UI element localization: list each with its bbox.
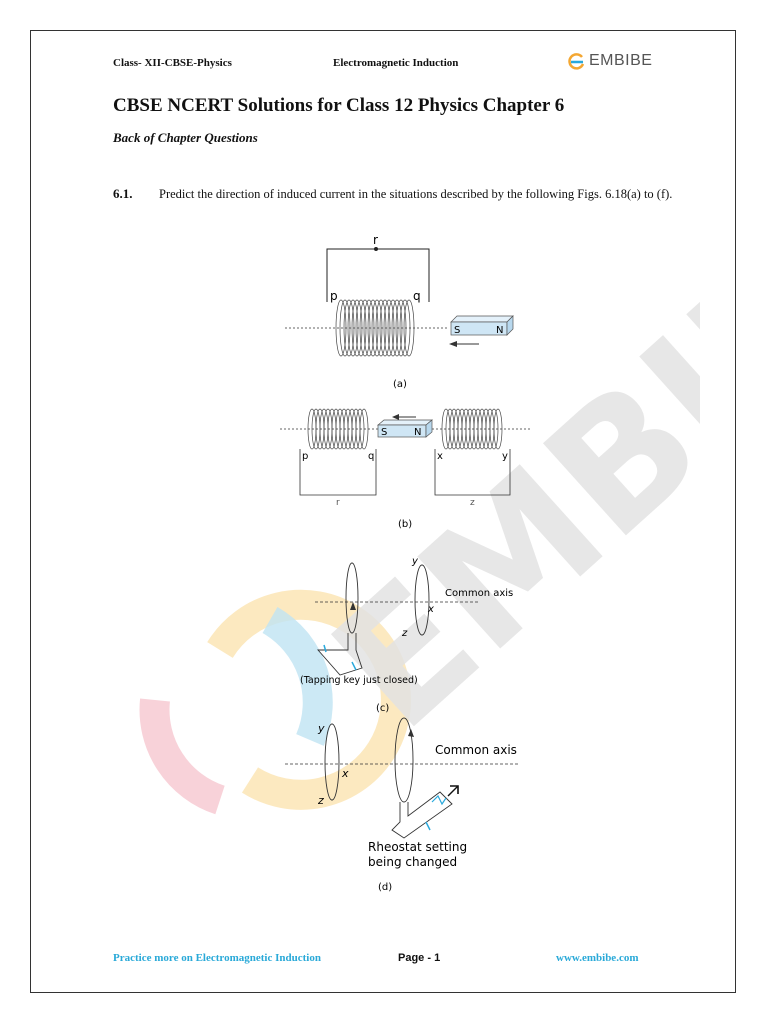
fig-d-slider-arrow-icon bbox=[450, 785, 459, 794]
fig-b-label-s: S bbox=[381, 427, 387, 438]
fig-a-solenoid bbox=[335, 299, 415, 357]
fig-a-arrow-icon bbox=[449, 341, 457, 347]
page-subtitle: Back of Chapter Questions bbox=[113, 130, 258, 145]
fig-b-label-p: p bbox=[302, 451, 308, 462]
fig-b-solenoid-left bbox=[307, 408, 369, 450]
fig-d-label-z: z bbox=[317, 794, 324, 807]
fig-d-note-line1: Rheostat setting bbox=[368, 840, 467, 854]
fig-c-caption: (c) bbox=[376, 703, 389, 714]
fig-b-bar-magnet bbox=[377, 419, 433, 438]
fig-b-label-y: y bbox=[502, 451, 508, 462]
fig-a-bar-magnet bbox=[450, 315, 514, 336]
rheostat-icon bbox=[431, 794, 447, 806]
fig-a-label-s: S bbox=[454, 325, 460, 336]
fig-c-label-y: y bbox=[411, 556, 419, 567]
fig-b-label-x: x bbox=[437, 451, 443, 462]
fig-d-caption: (d) bbox=[378, 882, 392, 893]
figure-d: y x z Common axis Rheostat setting being… bbox=[285, 717, 520, 893]
fig-a-label-r: r bbox=[373, 233, 378, 247]
figure-b: S N p q r x y z (b) bbox=[280, 408, 530, 530]
fig-c-label-z: z bbox=[401, 628, 408, 639]
fig-b-label-q: q bbox=[368, 451, 374, 462]
brand-name: EMBIBE bbox=[589, 52, 653, 69]
page-border bbox=[30, 30, 736, 993]
embibe-logo-icon bbox=[568, 53, 585, 70]
fig-c-label-x: x bbox=[427, 604, 434, 615]
footer-practice-link[interactable]: Practice more on Electromagnetic Inducti… bbox=[113, 952, 321, 964]
fig-c-axis-label: Common axis bbox=[445, 588, 513, 599]
fig-c-note: (Tapping key just closed) bbox=[300, 675, 418, 686]
header-chapter: Electromagnetic Induction bbox=[333, 57, 459, 69]
fig-c-arrow-icon bbox=[350, 602, 356, 610]
fig-b-label-z: z bbox=[470, 498, 475, 508]
fig-d-arrow-icon bbox=[408, 729, 414, 737]
fig-b-label-r: r bbox=[336, 498, 340, 508]
question-number: 6.1. bbox=[113, 186, 133, 201]
fig-a-label-p: p bbox=[330, 289, 338, 303]
fig-a-label-n: N bbox=[496, 325, 503, 336]
fig-b-solenoid-right bbox=[441, 408, 503, 450]
footer-website-link[interactable]: www.embibe.com bbox=[556, 952, 639, 964]
fig-a-label-q: q bbox=[413, 289, 421, 303]
figure-a: r p q S N (a) bbox=[285, 233, 514, 390]
figure-c: y x z Common axis (Tapping key just clos… bbox=[300, 556, 513, 714]
page-number: Page - 1 bbox=[398, 952, 441, 964]
header-class: Class- XII-CBSE-Physics bbox=[113, 57, 232, 69]
fig-d-axis-label: Common axis bbox=[435, 743, 517, 757]
fig-d-label-x: x bbox=[341, 767, 349, 780]
header-brand: EMBIBE bbox=[568, 52, 652, 70]
question-text: Predict the direction of induced current… bbox=[159, 187, 673, 201]
fig-b-label-n: N bbox=[414, 427, 421, 438]
fig-b-arrow-icon bbox=[392, 414, 399, 420]
fig-d-note-line2: being changed bbox=[368, 855, 457, 869]
fig-a-caption: (a) bbox=[393, 379, 407, 390]
page-title: CBSE NCERT Solutions for Class 12 Physic… bbox=[113, 95, 565, 116]
fig-b-caption: (b) bbox=[398, 519, 412, 530]
fig-d-label-y: y bbox=[317, 722, 325, 735]
